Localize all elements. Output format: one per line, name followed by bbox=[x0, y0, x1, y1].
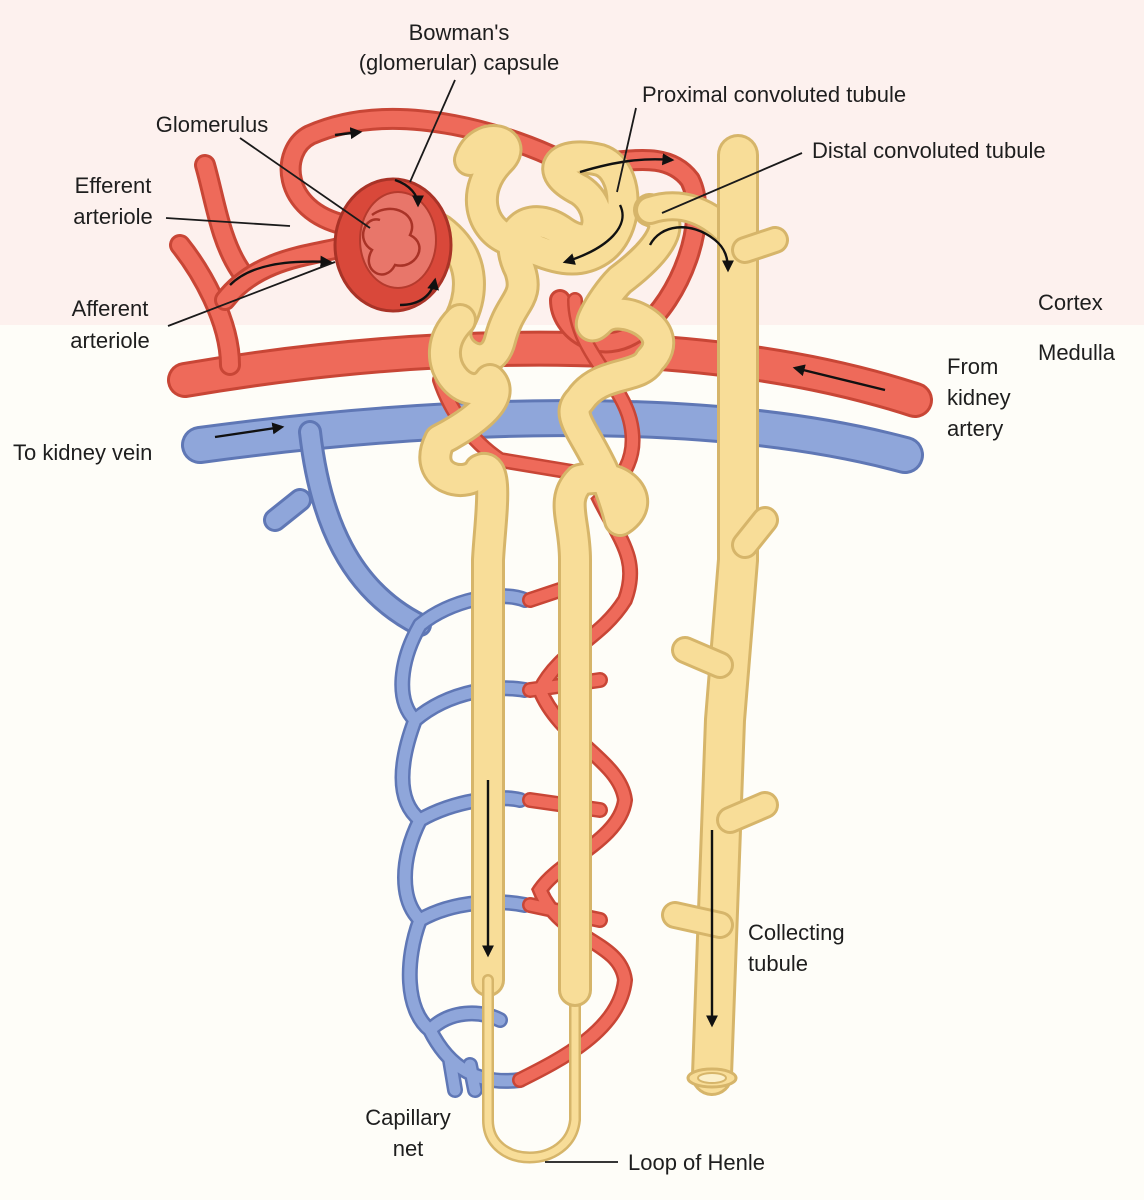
label-collecting-2: tubule bbox=[748, 951, 808, 976]
label-afferent-1: Afferent bbox=[72, 296, 149, 321]
label-afferent-2: arteriole bbox=[70, 328, 149, 353]
label-capillary-2: net bbox=[393, 1136, 424, 1161]
label-efferent-2: arteriole bbox=[73, 204, 152, 229]
collecting-tubule bbox=[661, 134, 789, 1096]
label-distal: Distal convoluted tubule bbox=[812, 138, 1046, 163]
label-loop-of-henle: Loop of Henle bbox=[628, 1150, 765, 1175]
label-collecting-1: Collecting bbox=[748, 920, 845, 945]
label-glomerulus: Glomerulus bbox=[156, 112, 268, 137]
label-capillary-1: Capillary bbox=[365, 1105, 451, 1130]
nephron-tubules bbox=[418, 124, 750, 1164]
label-bowmans-2: (glomerular) capsule bbox=[359, 50, 560, 75]
label-to-kidney-vein: To kidney vein bbox=[13, 440, 152, 465]
glomerulus bbox=[333, 177, 453, 313]
label-from-kidney-3: artery bbox=[947, 416, 1003, 441]
label-from-kidney-2: kidney bbox=[947, 385, 1011, 410]
label-proximal: Proximal convoluted tubule bbox=[642, 82, 906, 107]
leader-lines bbox=[165, 79, 803, 1163]
label-efferent-1: Efferent bbox=[75, 173, 152, 198]
label-cortex: Cortex bbox=[1038, 290, 1103, 315]
labels: Bowman's (glomerular) capsule Proximal c… bbox=[13, 20, 1116, 1175]
flow-arrows bbox=[214, 127, 886, 1028]
label-bowmans-1: Bowman's bbox=[409, 20, 510, 45]
label-from-kidney-1: From bbox=[947, 354, 998, 379]
label-medulla: Medulla bbox=[1038, 340, 1116, 365]
